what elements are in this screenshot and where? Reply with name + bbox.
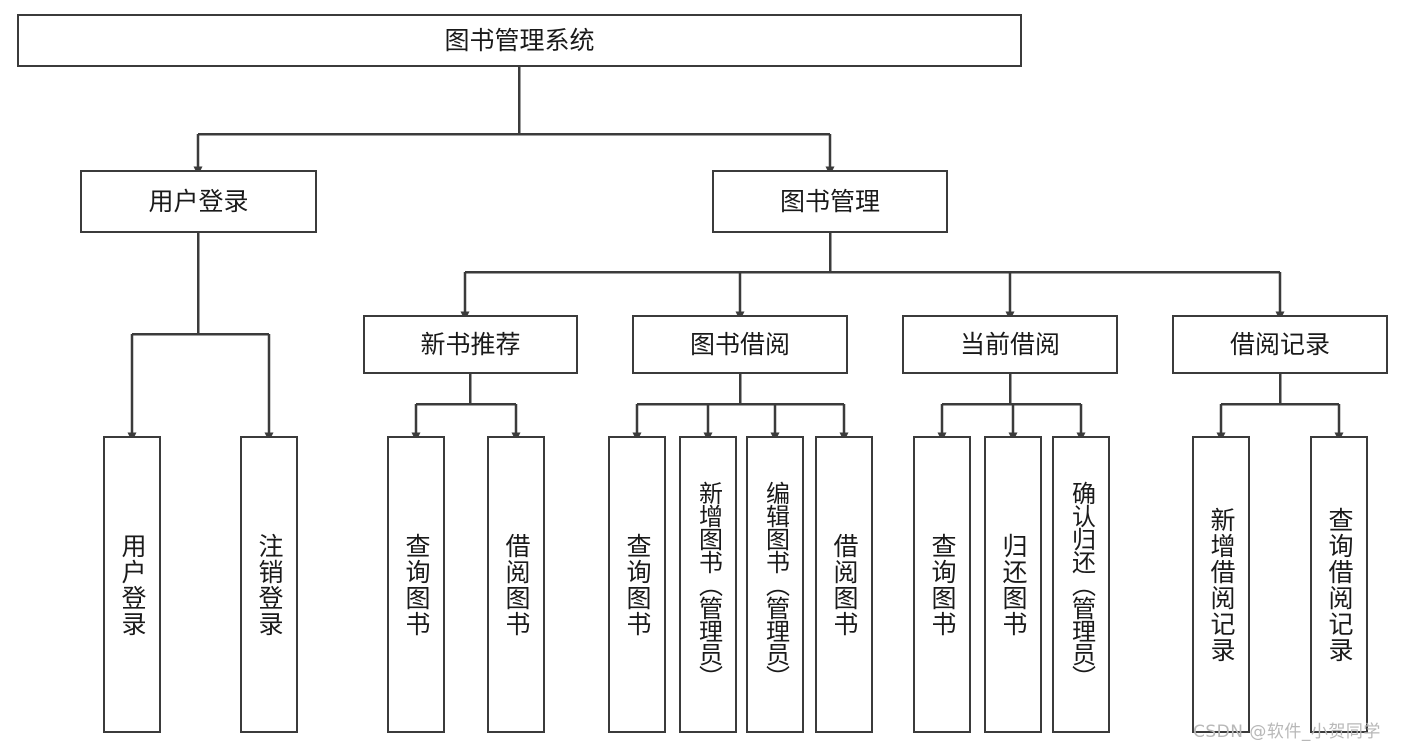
node-label-user-logout: 注销登录 bbox=[255, 532, 284, 637]
node-query-book-1[interactable]: 查询图书 bbox=[387, 436, 445, 733]
node-label-edit-book: 编辑图书（管理员） bbox=[761, 481, 790, 688]
node-label-root: 图书管理系统 bbox=[444, 25, 595, 55]
node-label-borrow-book-2: 借阅图书 bbox=[830, 532, 859, 637]
node-confirm-return[interactable]: 确认归还（管理员） bbox=[1052, 436, 1110, 733]
node-label-query-book-2: 查询图书 bbox=[623, 532, 652, 637]
node-label-query-borrow-record: 查询借阅记录 bbox=[1325, 506, 1354, 663]
node-query-borrow-record[interactable]: 查询借阅记录 bbox=[1310, 436, 1368, 733]
node-add-book[interactable]: 新增图书（管理员） bbox=[679, 436, 737, 733]
node-current-borrow[interactable]: 当前借阅 bbox=[902, 315, 1118, 374]
node-label-query-book-1: 查询图书 bbox=[402, 532, 431, 637]
node-borrow-record[interactable]: 借阅记录 bbox=[1172, 315, 1388, 374]
node-return-book[interactable]: 归还图书 bbox=[984, 436, 1042, 733]
node-label-user-login: 用户登录 bbox=[148, 186, 249, 216]
node-query-book-3[interactable]: 查询图书 bbox=[913, 436, 971, 733]
node-root[interactable]: 图书管理系统 bbox=[17, 14, 1022, 67]
node-label-new-book-recommend: 新书推荐 bbox=[420, 329, 521, 359]
node-label-book-manage: 图书管理 bbox=[779, 186, 880, 216]
node-label-return-book: 归还图书 bbox=[999, 532, 1028, 637]
node-user-logout[interactable]: 注销登录 bbox=[240, 436, 298, 733]
node-label-current-borrow: 当前借阅 bbox=[959, 329, 1060, 359]
node-label-query-book-3: 查询图书 bbox=[928, 532, 957, 637]
node-edit-book[interactable]: 编辑图书（管理员） bbox=[746, 436, 804, 733]
node-book-manage[interactable]: 图书管理 bbox=[712, 170, 948, 233]
node-user-login-do[interactable]: 用户登录 bbox=[103, 436, 161, 733]
node-label-borrow-book-1: 借阅图书 bbox=[502, 532, 531, 637]
node-label-book-borrow: 图书借阅 bbox=[689, 329, 790, 359]
node-label-borrow-record: 借阅记录 bbox=[1229, 329, 1330, 359]
node-new-book-recommend[interactable]: 新书推荐 bbox=[363, 315, 578, 374]
node-label-add-book: 新增图书（管理员） bbox=[694, 481, 723, 688]
node-label-user-login-do: 用户登录 bbox=[118, 532, 147, 637]
tree-connectors bbox=[127, 67, 1344, 442]
node-borrow-book-1[interactable]: 借阅图书 bbox=[487, 436, 545, 733]
node-user-login[interactable]: 用户登录 bbox=[80, 170, 317, 233]
node-label-add-borrow-record: 新增借阅记录 bbox=[1207, 506, 1236, 663]
node-query-book-2[interactable]: 查询图书 bbox=[608, 436, 666, 733]
node-borrow-book-2[interactable]: 借阅图书 bbox=[815, 436, 873, 733]
node-label-confirm-return: 确认归还（管理员） bbox=[1067, 481, 1096, 688]
node-add-borrow-record[interactable]: 新增借阅记录 bbox=[1192, 436, 1250, 733]
node-book-borrow[interactable]: 图书借阅 bbox=[632, 315, 848, 374]
